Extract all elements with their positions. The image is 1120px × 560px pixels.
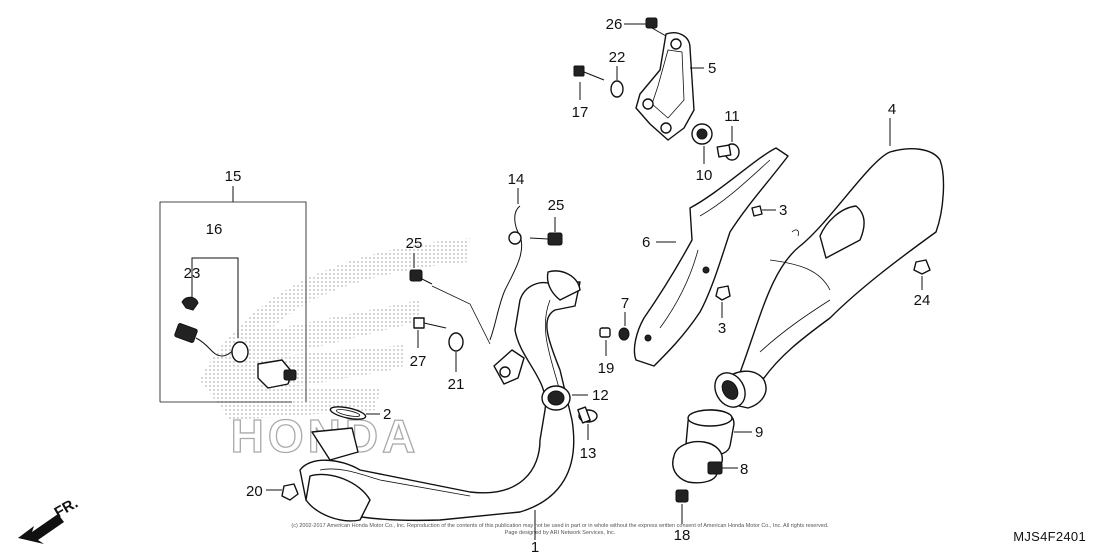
callout-9[interactable]: 9 [755,424,763,441]
part-20-nut [266,483,299,501]
callout-26[interactable]: 26 [606,16,623,33]
part-11-collar [716,126,740,161]
part-26-bolt [645,17,667,37]
callout-18[interactable]: 18 [674,527,691,544]
part-16-o2-sensor [174,323,297,389]
diagram-code: MJS4F2401 [1013,529,1086,544]
callout-16[interactable]: 16 [206,221,223,238]
part-24-nut [913,259,931,290]
part-18-bolt [675,489,689,524]
callout-7[interactable]: 7 [621,295,629,312]
callout-4[interactable]: 4 [888,101,896,118]
callout-22[interactable]: 22 [609,49,626,66]
callout-8[interactable]: 8 [740,461,748,478]
callout-10[interactable]: 10 [696,167,713,184]
part-4-muffler [714,118,945,409]
part-27-bolt [413,317,447,348]
part-17-bolt [573,65,605,100]
callout-23[interactable]: 23 [184,265,201,282]
callout-6[interactable]: 6 [642,234,650,251]
front-arrow-icon [18,514,64,544]
part-6-heat-shield [633,147,789,367]
callout-12[interactable]: 12 [592,387,609,404]
callout-11[interactable]: 11 [724,108,740,125]
part-7-nut [618,312,630,341]
callout-20[interactable]: 20 [246,483,263,500]
part-10-grommet [691,123,713,164]
sensor-kit-bracket [159,186,307,403]
callout-13[interactable]: 13 [580,445,597,462]
part-12-collar [541,385,588,411]
part-21-washer [448,332,464,372]
part-19-screw [599,327,611,356]
part-8-clamp [672,440,738,484]
callout-2[interactable]: 2 [383,406,391,423]
callout-3a[interactable]: 3 [779,202,787,219]
part-22-washer [610,66,624,98]
callout-1[interactable]: 1 [531,539,539,556]
copyright-line-1: (c) 2002-2017 American Honda Motor Co., … [291,523,829,529]
callout-5[interactable]: 5 [708,60,716,77]
callout-24[interactable]: 24 [914,292,931,309]
callout-15[interactable]: 15 [225,168,242,185]
callout-3b[interactable]: 3 [718,320,726,337]
callout-25a[interactable]: 25 [548,197,565,214]
part-1-exhaust-pipe [299,270,581,540]
callout-14[interactable]: 14 [508,171,525,188]
honda-wing-watermark [200,238,470,420]
part-2-gasket [329,406,380,420]
part-25-bolts [409,217,563,345]
callout-17[interactable]: 17 [572,104,589,121]
callout-19[interactable]: 19 [598,360,615,377]
part-14-harness [489,188,525,385]
callout-25b[interactable]: 25 [406,235,423,252]
part-3-nuts [715,205,776,318]
callout-27[interactable]: 27 [410,353,427,370]
part-23-clip [181,296,199,311]
part-5-bracket [635,32,704,141]
copyright-notice: (c) 2002-2017 American Honda Motor Co., … [0,523,1120,537]
callout-21[interactable]: 21 [448,376,465,393]
copyright-line-2: Page designed by ARI Network Services, I… [504,530,616,536]
part-13-bolt [577,406,598,440]
